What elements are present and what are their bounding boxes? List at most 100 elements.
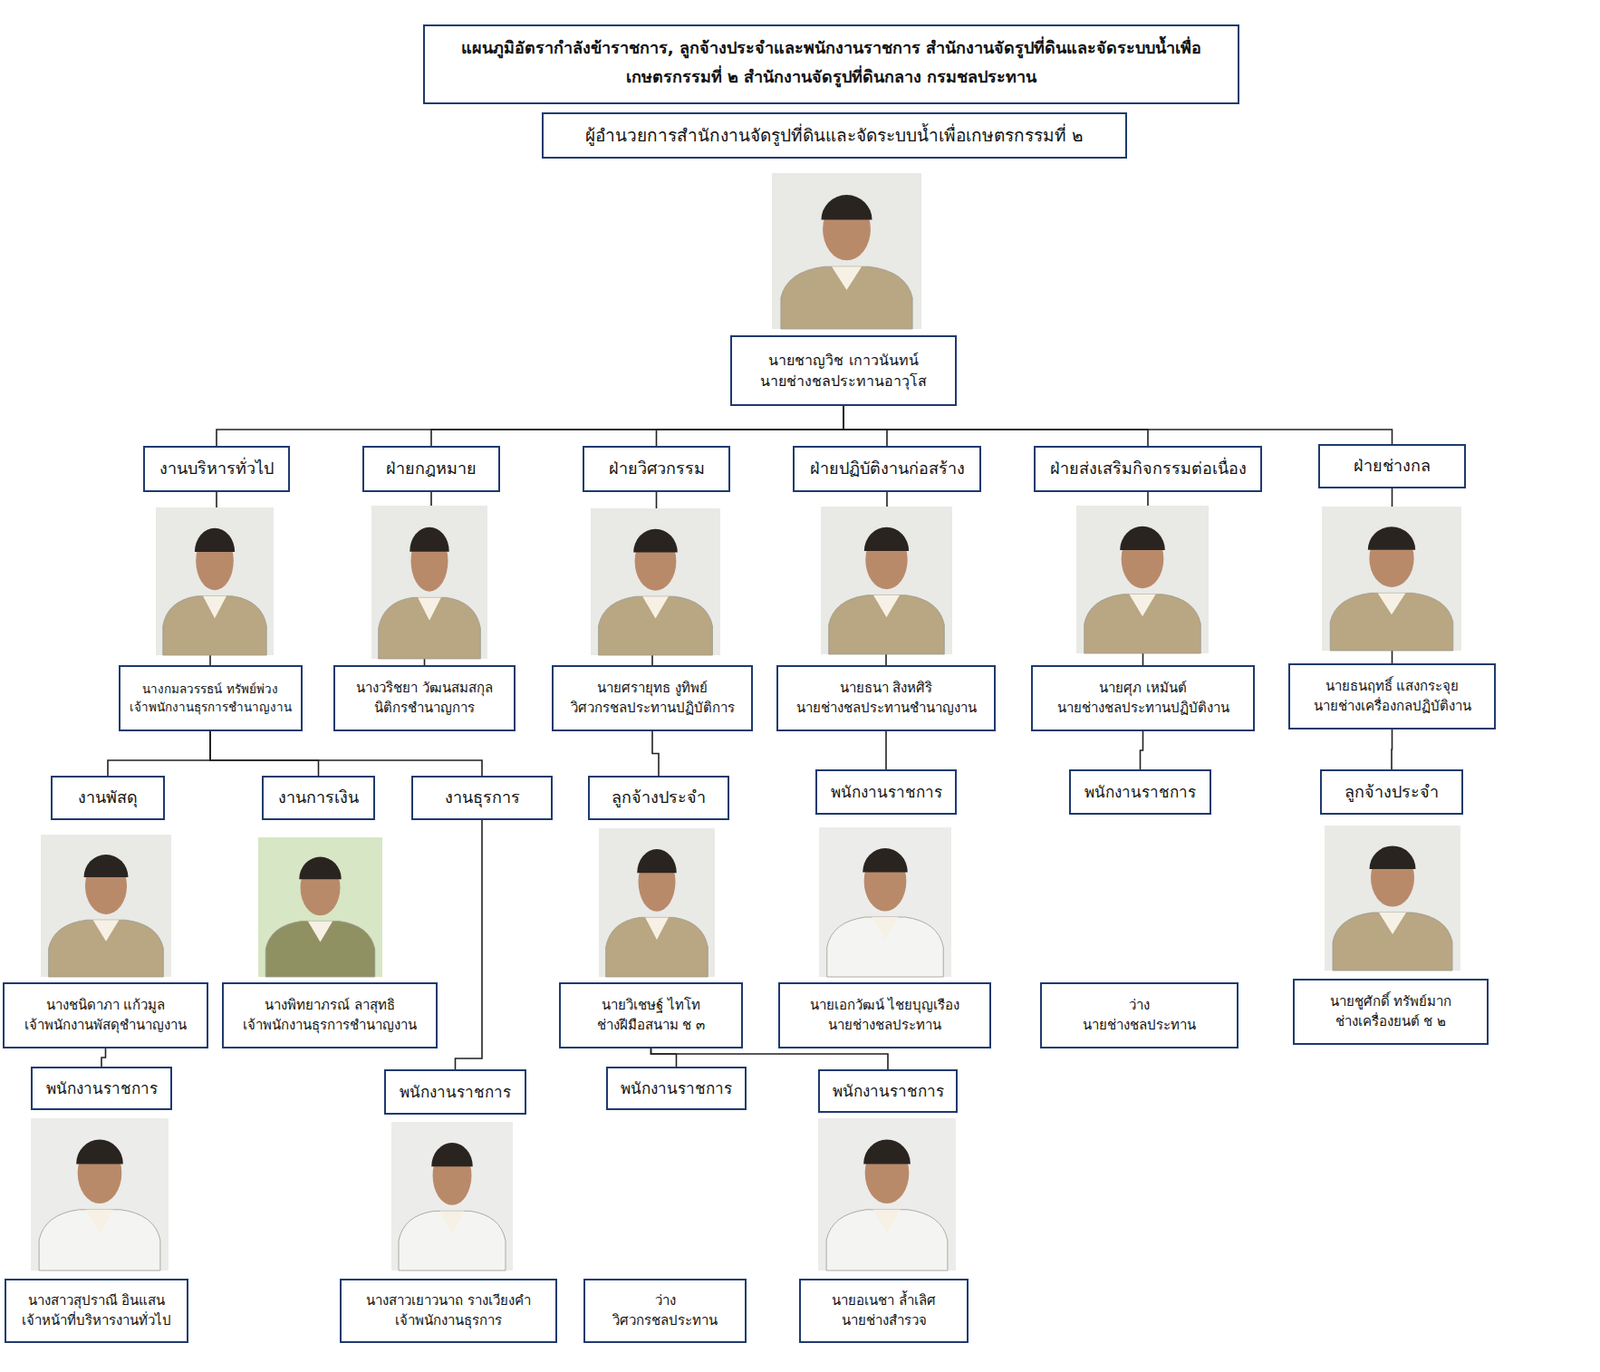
uniform-shape [38,1209,161,1271]
person-box: นางสาวเยาวนาถ รางเวียงคำเจ้าพนักงานธุรกา… [339,1278,558,1343]
portrait-photo [30,1118,169,1271]
position-title: ช่างฝีมือสนาม ช ๓ [597,1015,706,1036]
position-title: เจ้าพนักงานธุรการชำนาญงาน [129,698,292,717]
person-name: นางวริชยา วัฒนสมสกุล [356,678,493,699]
person-name: นายธนฤทธิ์ แสงกระจุย [1325,676,1460,697]
person-name: นายธนา สิงหศิริ [839,678,934,699]
unit-name: พนักงานราชการ [46,1077,158,1100]
collar-shape [642,596,669,618]
portrait-photo [1076,505,1209,654]
unit-box: พนักงานราชการ [815,769,957,815]
org-connector [843,405,1393,444]
unit-box: พนักงานราชการ [1069,769,1212,815]
person-box: นายศุภ เหมันต์นายช่างชลประทานปฏิบัติงาน [1031,665,1255,732]
collar-shape [1128,594,1156,617]
collar-shape [417,597,442,620]
uniform-shape [1084,594,1201,654]
photo-background [371,505,488,659]
position-title: นายช่างชลประทาน [1082,1015,1196,1036]
person-name: นายวิเชษฐ์ ไทโท [601,995,701,1016]
portrait-photo [391,1121,513,1271]
position-title: เจ้าหน้าที่บริหารงานทั่วไป [21,1310,172,1331]
unit-name: พนักงานราชการ [830,780,943,804]
unit-name: งานบริหารทั่วไป [159,456,274,481]
person-name: นางกมลวรรธน์ ทรัพย์พ่วง [142,680,278,699]
hair-shape [1369,845,1417,869]
unit-box: ฝ่ายช่างกล [1318,443,1466,489]
person-box: นางกมลวรรธน์ ทรัพย์พ่วงเจ้าพนักงานธุรการ… [118,665,303,732]
org-connector [1390,729,1393,770]
unit-box: พนักงานราชการ [30,1066,173,1110]
title-box: แผนภูมิอัตรากำลังข้าราชการ, ลูกจ้างประจำ… [423,24,1240,105]
collar-shape [831,266,862,290]
hair-shape [194,528,235,552]
hair-shape [820,194,872,221]
person-name: ว่าง [655,1291,676,1311]
org-connector [885,731,887,770]
portrait-photo [818,1118,956,1271]
org-connector [843,405,1148,446]
uniform-shape [826,1209,948,1271]
portrait-photo [155,507,274,656]
unit-box: งานการเงิน [261,775,376,820]
unit-box: ฝ่ายกฎหมาย [362,445,501,492]
position-title: นายช่างชลประทาน [828,1015,942,1036]
unit-box: พนักงานราชการ [384,1069,527,1115]
photo-background [258,837,383,977]
person-name: นายศรายุทธ งูทิพย์ [597,678,708,699]
org-connector [1140,731,1144,770]
position-title: เจ้าพนักงานพัสดุชำนาญงาน [24,1015,187,1036]
hair-shape [636,848,677,873]
org-connector [656,405,845,446]
org-connector [216,405,844,446]
unit-name: ฝ่ายกฎหมาย [385,456,477,481]
hair-shape [298,857,342,880]
unit-name: ฝ่ายปฏิบัติงานก่อสร้าง [809,456,965,481]
person-box: นายธนา สิงหศิรินายช่างชลประทานชำนาญงาน [776,665,996,732]
unit-name: ฝ่ายส่งเสริมกิจกรรมต่อเนื่อง [1050,456,1247,481]
uniform-shape [828,595,945,655]
person-name: นายอเนชา ล้ำเลิศ [831,1291,936,1311]
person-box: นายธนฤทธิ์ แสงกระจุยนายช่างเครื่องกลปฏิบ… [1288,663,1496,730]
person-box: นางวริชยา วัฒนสมสกุลนิติกรชำนาญการ [333,665,516,732]
person-box: นางชนิดาภา แก้วมูลเจ้าพนักงานพัสดุชำนาญง… [2,982,209,1049]
photo-background [391,1121,513,1271]
person-box: ว่างนายช่างชลประทาน [1040,982,1239,1049]
person-name: นายชาญวิช เกาวนันทน์ [768,349,918,371]
uniform-shape [598,596,714,656]
org-connector [431,405,844,446]
unit-box: ลูกจ้างประจำ [1320,769,1464,815]
unit-name: พนักงานราชการ [620,1077,733,1100]
position-title: เจ้าพนักงานธุรการ [395,1310,502,1331]
position-title: วิศวกรชลประทานปฏิบัติการ [570,698,735,719]
photo-background [30,1118,169,1271]
unit-name: ฝ่ายช่างกล [1353,453,1431,478]
hair-shape [863,1139,911,1165]
position-title: นายช่างชลประทานอาวุโส [760,370,927,392]
portrait-photo [258,837,383,977]
collar-shape [93,919,120,942]
photo-background [1324,825,1461,971]
unit-box: งานพัสดุ [50,775,165,820]
hair-shape [862,848,908,872]
uniform-shape [398,1210,506,1271]
portrait-photo [40,834,172,977]
unit-name: งานการเงิน [278,785,359,810]
unit-box: ฝ่ายส่งเสริมกิจกรรมต่อเนื่อง [1033,445,1263,492]
unit-box: งานธุรการ [411,775,553,820]
uniform-shape [780,266,913,329]
person-box: นางสาวสุปราณี อินแสนเจ้าหน้าที่บริหารงาน… [4,1278,189,1343]
unit-name: งานพัสดุ [77,785,138,810]
person-name: นางสาวเยาวนาถ รางเวียงคำ [366,1291,531,1311]
uniform-shape [163,596,267,656]
position-title: นายช่างสำรวจ [841,1310,927,1331]
org-connector [843,405,887,446]
unit-name: พนักงานราชการ [399,1080,511,1104]
person-box: นายอเนชา ล้ำเลิศนายช่างสำรวจ [799,1278,969,1343]
unit-name: งานธุรการ [444,785,521,810]
org-connector [101,1048,107,1067]
portrait-photo [1321,506,1462,651]
portrait-photo [598,828,715,977]
portrait-photo [1324,825,1461,971]
uniform-shape [48,919,164,977]
